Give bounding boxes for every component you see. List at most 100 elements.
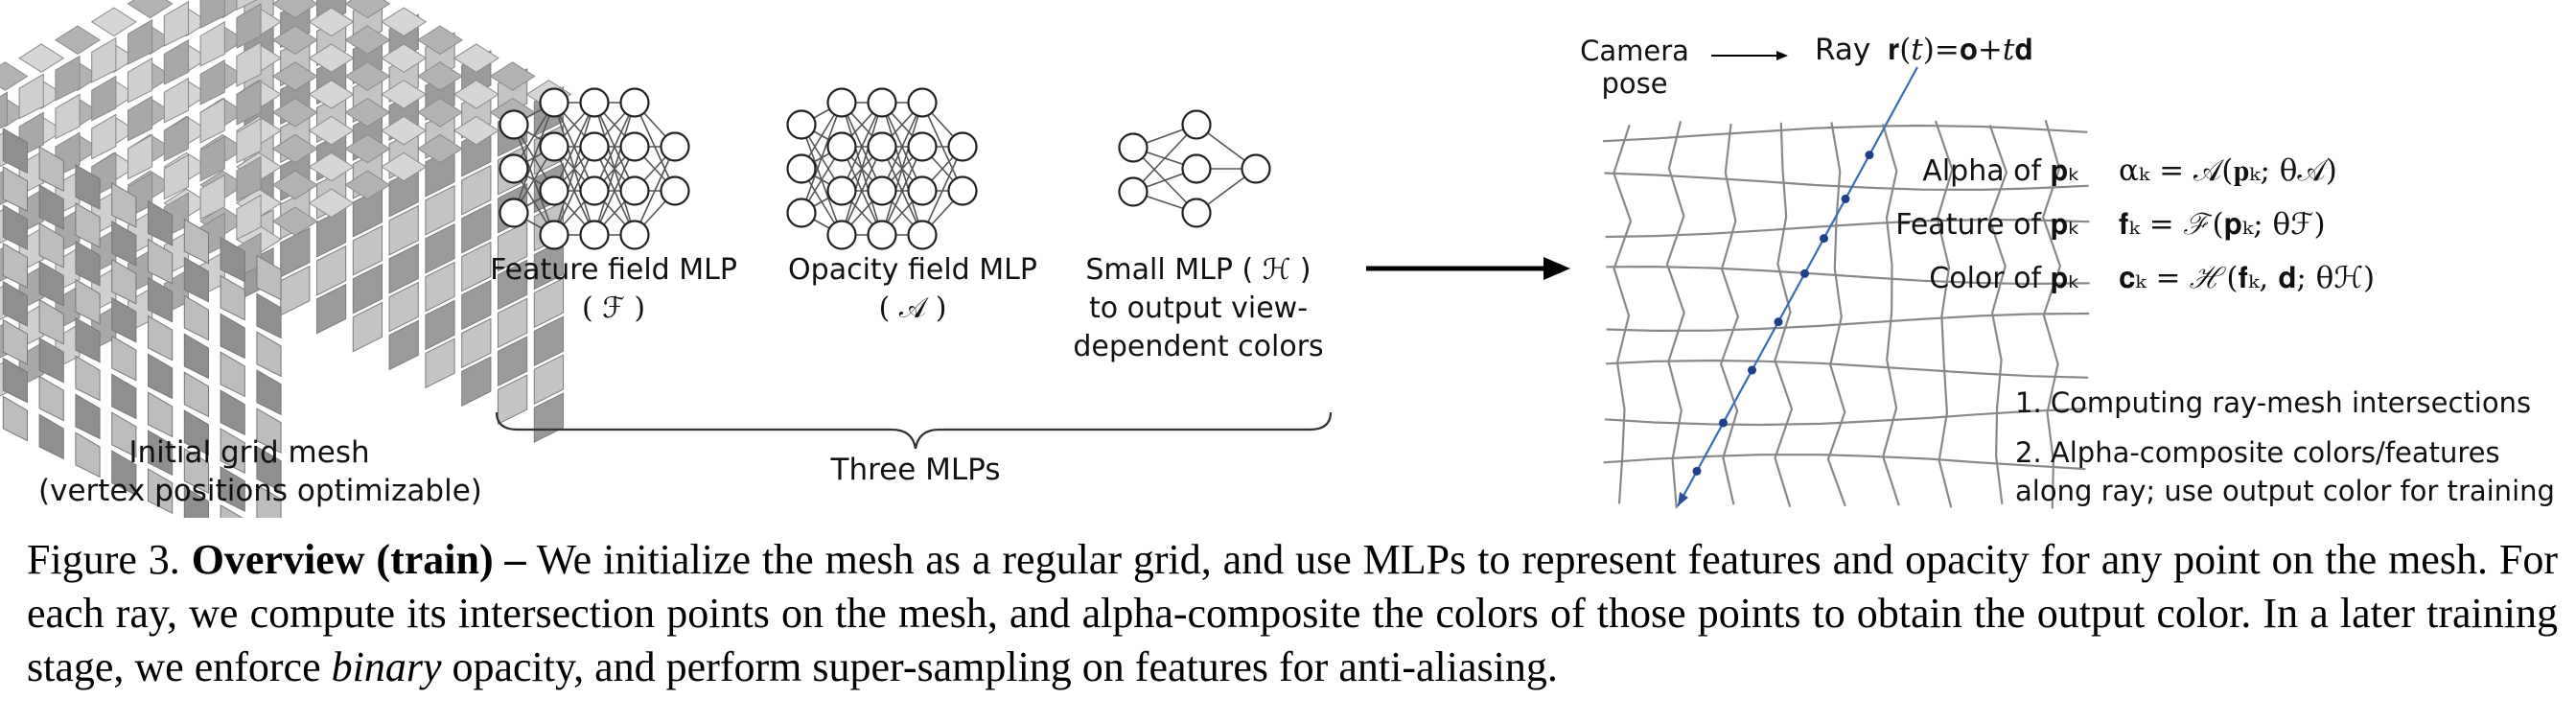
mesh-plate: [308, 152, 355, 182]
mesh-plate: [308, 188, 355, 219]
mesh-plate: [344, 25, 391, 55]
mesh-plate: [220, 236, 245, 283]
caption-italic: binary: [331, 643, 442, 690]
mesh-plate: [111, 373, 137, 420]
nn-connection: [841, 146, 883, 236]
mesh-plate: [18, 73, 44, 120]
mesh-plate: [461, 356, 492, 408]
nn-neuron: [826, 87, 857, 118]
nn-neuron: [539, 87, 569, 118]
mesh-plate: [236, 194, 262, 241]
mesh-plate: [199, 58, 225, 105]
mesh-plate: [315, 245, 347, 296]
ray-intersection-point: [1748, 365, 1756, 375]
camera-pose-label-line1: Camera: [1580, 35, 1689, 67]
mesh-plate: [236, 155, 262, 202]
mesh-plate: [256, 254, 282, 301]
mesh-plate: [75, 240, 101, 287]
mesh-plate: [461, 279, 492, 331]
mesh-plate: [163, 0, 189, 47]
mesh-plate: [308, 115, 355, 146]
mesh-plate: [308, 7, 355, 37]
ray-arrowhead: [1678, 492, 1688, 506]
mesh-plate: [2, 242, 28, 289]
mesh-edge: [1988, 125, 2008, 504]
nn-neuron: [579, 220, 610, 250]
mesh-plate: [38, 146, 64, 193]
mesh-plate: [416, 133, 464, 164]
mesh-edge: [1604, 408, 2087, 427]
mesh-plate: [220, 274, 245, 321]
mesh-plate: [128, 57, 153, 104]
mesh-plate: [381, 43, 428, 73]
ray-equation: 𝐫(𝑡)=𝐨+𝑡𝐝: [1888, 33, 2033, 67]
mesh-plate: [75, 201, 101, 248]
mesh-plate: [163, 38, 189, 85]
feature-equation-label: Feature of 𝐩ₖ: [1895, 208, 2080, 242]
mesh-plate: [497, 336, 528, 387]
three-mlps-brace: [495, 411, 1333, 450]
mesh-plate: [38, 260, 64, 307]
nn-neuron: [619, 175, 650, 206]
mesh-plate: [75, 355, 101, 402]
ray-intersection-point: [1692, 466, 1702, 476]
nn-neuron: [947, 131, 978, 162]
mesh-plate: [111, 181, 137, 228]
nn-neuron: [539, 175, 569, 206]
mesh-plate: [344, 98, 391, 128]
three-mlps-label: Three MLPs: [830, 453, 1001, 487]
mesh-plate: [0, 91, 8, 129]
grid-mesh-label-line2: (vertex positions optimizable): [38, 474, 482, 508]
nn-connection: [841, 102, 883, 236]
mesh-plate: [54, 25, 102, 55]
mesh-plate: [236, 79, 262, 126]
mesh-plate: [148, 276, 174, 323]
nn-connection: [553, 146, 595, 236]
feature-equation-row: Feature of 𝐩ₖ 𝐟ₖ = ℱ(𝐩ₖ; θℱ): [1793, 207, 2326, 243]
mesh-plate: [352, 263, 383, 315]
ray-equation-label: Ray 𝐫(𝑡)=𝐨+𝑡𝐝: [1815, 33, 2033, 68]
mesh-plate: [497, 297, 528, 349]
mesh-plate: [271, 61, 318, 91]
nn-connection: [593, 102, 636, 236]
nn-connection: [553, 102, 595, 236]
mesh-edge: [1719, 123, 1740, 505]
mesh-plate: [497, 259, 528, 311]
nn-neuron: [907, 175, 938, 206]
nn-neuron: [1181, 153, 1212, 184]
mesh-plate: [256, 331, 282, 378]
caption-bold-title: Overview (train) –: [191, 536, 526, 583]
mesh-plate: [381, 7, 428, 37]
mesh-plate: [416, 98, 464, 128]
mesh-plate: [220, 389, 245, 436]
nn-neuron: [1241, 153, 1271, 184]
mesh-plate: [425, 184, 455, 236]
mesh-plate: [256, 446, 282, 492]
ray-line: [1677, 66, 1918, 507]
mesh-edge: [1881, 124, 1900, 506]
nn-neuron: [786, 153, 817, 184]
mesh-plate: [183, 486, 209, 518]
small-mlp-label: Small MLP ( ℋ ) to output view- dependen…: [1064, 251, 1333, 366]
nn-neuron: [539, 220, 569, 250]
figure-caption: Figure 3. Overview (train) – We initiali…: [27, 533, 2558, 694]
nn-neuron: [786, 198, 817, 228]
mesh-plate: [199, 0, 225, 29]
step-2-line1: 2. Alpha-composite colors/features: [2015, 436, 2500, 469]
mesh-plate: [344, 61, 391, 91]
mesh-plate: [2, 204, 28, 250]
mesh-plate: [453, 115, 499, 146]
pipeline-arrow: [1366, 257, 1570, 280]
nn-neuron: [499, 198, 529, 228]
mesh-plate: [236, 117, 262, 164]
step-2-line2: along ray; use output color for training: [2015, 475, 2555, 507]
camera-pose-label-line2: pose: [1601, 67, 1668, 100]
feature-equation-formula: 𝐟ₖ = ℱ(𝐩ₖ; θℱ): [2119, 207, 2326, 242]
mesh-plate: [453, 80, 499, 109]
mesh-plate: [18, 43, 65, 73]
mesh-plate: [271, 170, 318, 200]
nn-neuron: [826, 175, 857, 206]
step-2-text: 2. Alpha-composite colors/features along…: [2015, 433, 2555, 510]
nn-neuron: [579, 87, 610, 118]
mesh-edge: [1606, 359, 2089, 379]
